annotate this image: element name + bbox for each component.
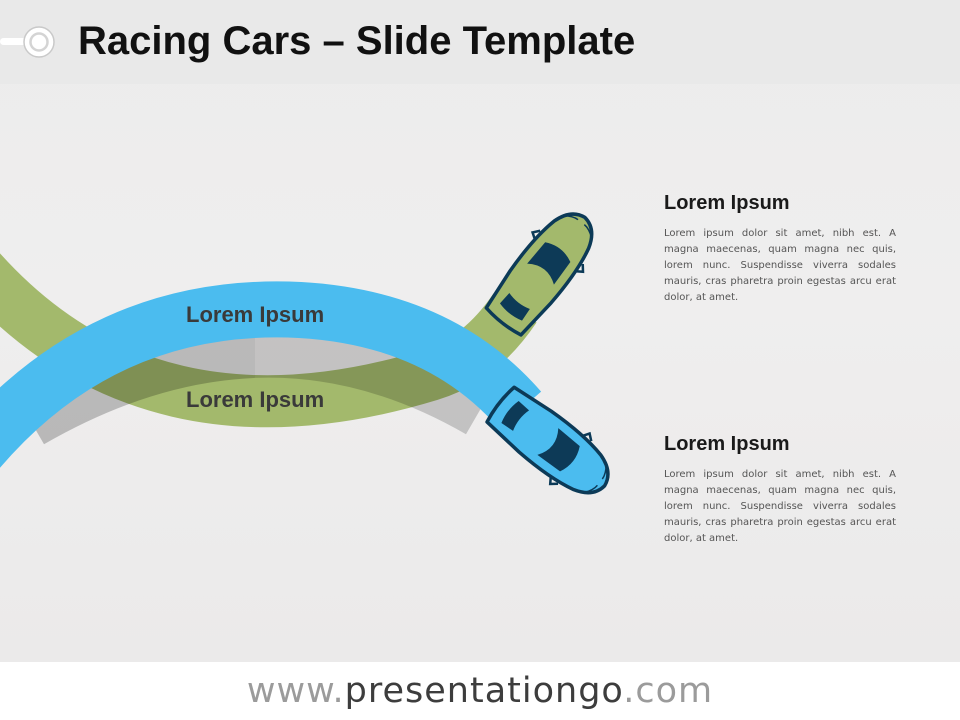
slide: Racing Cars – Slide Template <box>0 0 960 662</box>
text-block-top: Lorem Ipsum Lorem ipsum dolor sit amet, … <box>664 190 896 306</box>
pin-icon <box>0 26 55 58</box>
text-block-heading: Lorem Ipsum <box>664 192 790 214</box>
text-block-heading: Lorem Ipsum <box>664 433 790 455</box>
track-shadow <box>255 321 494 435</box>
text-block-body: Lorem ipsum dolor sit amet, nibh est. A … <box>664 228 896 303</box>
footer-url-prefix: www. <box>246 671 345 711</box>
blue-track <box>0 281 542 468</box>
text-block-body: Lorem ipsum dolor sit amet, nibh est. A … <box>664 469 896 544</box>
slide-title: Racing Cars – Slide Template <box>78 19 636 63</box>
title-bar: Racing Cars – Slide Template <box>0 0 960 84</box>
footer: www.presentationgo.com <box>0 662 960 720</box>
blue-track-label: Lorem Ipsum <box>186 302 325 327</box>
race-track-graphic <box>0 212 610 495</box>
footer-url-suffix: .com <box>623 671 714 711</box>
green-track-label: Lorem Ipsum <box>186 387 325 412</box>
footer-url-domain: presentationgo <box>344 671 624 711</box>
blue-car-icon <box>485 385 610 495</box>
green-car-icon <box>484 212 594 337</box>
text-block-bottom: Lorem Ipsum Lorem ipsum dolor sit amet, … <box>664 431 896 547</box>
track-shadow <box>16 321 255 445</box>
